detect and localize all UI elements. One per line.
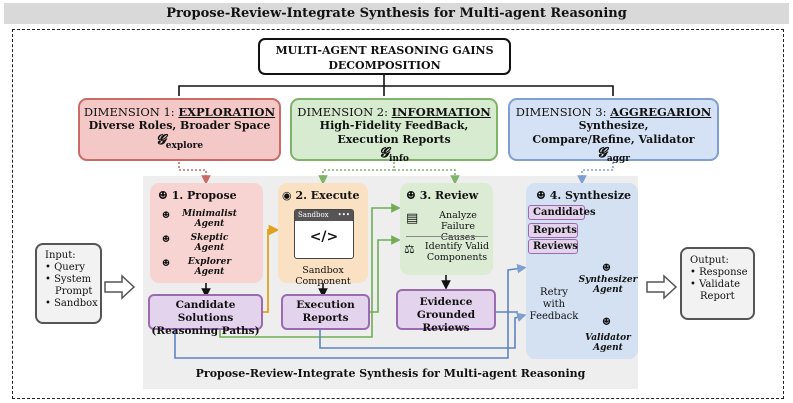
dimension-name: INFORMATION (391, 105, 491, 119)
g-subscript: explore (165, 140, 204, 151)
g-symbol: 𝓖 (597, 145, 607, 161)
divider (406, 236, 488, 237)
output-item: Report (700, 291, 735, 302)
input-title: Input: (45, 250, 76, 261)
sandbox-label: Sandbox (298, 211, 329, 219)
agent-suffix: Agent (194, 267, 225, 277)
agent-suffix: Agent (194, 243, 225, 253)
robot-icon: ☻ (162, 211, 171, 221)
review-line: Analyze (439, 210, 477, 221)
dimension-line1: Diverse Roles, Broader Space (88, 119, 271, 132)
diagram-title: Propose-Review-Integrate Synthesis for M… (4, 3, 789, 24)
dimension-exploration: DIMENSION 1: EXPLORATION Diverse Roles, … (78, 98, 281, 161)
input-item: Prompt (55, 286, 93, 297)
dimension-name: EXPLORATION (178, 105, 276, 119)
sandbox-window-icon: Sandbox ••• </> (294, 209, 354, 259)
step-title: 4. Synthesize (549, 189, 632, 202)
retry-label: Retry with Feedback (528, 287, 580, 323)
code-glyph: </> (309, 229, 339, 245)
box-line: Candidate Solutions (175, 299, 236, 324)
robot-icon: ☻ (158, 189, 168, 202)
input-item: • Query (45, 262, 86, 273)
sandbox-component-label: Sandbox Component (295, 265, 351, 287)
agent-name: Synthesizer (578, 275, 638, 285)
agent-name: Explorer (187, 257, 232, 267)
candidate-solutions-box: Candidate Solutions (Reasoning Paths) (148, 294, 263, 337)
dimension-line1: Synthesize, (578, 119, 649, 132)
box-line: Reports (302, 312, 349, 324)
agent-skeptic: ☻ Skeptic Agent (162, 233, 257, 253)
dimension-line1: High-Fidelity FeedBack, (319, 119, 469, 132)
step-execute: ◉ 2. Execute Sandbox ••• </> Sandbox Com… (278, 183, 368, 287)
agent-suffix: Agent (593, 343, 623, 353)
decomposition-line1: MULTI-AGENT REASONING GAINS (275, 44, 494, 57)
balance-scale-icon: ⚖ (404, 242, 415, 256)
agent-suffix: Agent (194, 219, 225, 229)
step-review: ☻ 3. Review ▤ Analyze Failure Causes ⚖ I… (400, 183, 493, 275)
g-symbol: 𝓖 (379, 145, 389, 161)
review-line: Identify Valid (424, 241, 490, 252)
dimension-aggregation: DIMENSION 3: AGGREGARION Synthesize, Com… (508, 98, 719, 164)
box-line: Evidence (419, 296, 473, 308)
step-title: 3. Review (419, 189, 479, 202)
outer-frame (12, 29, 784, 399)
review-line: Failure Causes (440, 221, 476, 243)
output-item: • Response (690, 267, 748, 278)
dimension-name: AGGREGARION (610, 105, 712, 119)
output-box: Output: • Response • Validate Report (680, 247, 755, 320)
evidence-reviews-box: Evidence Grounded Reviews (396, 289, 496, 334)
step-title: 1. Propose (171, 189, 237, 202)
step-synthesize: ☻ 4. Synthesize Candidates Reports Revie… (526, 183, 638, 359)
step-propose: ☻ 1. Propose ☻ Minimalist Agent ☻ Skepti… (150, 183, 263, 283)
output-item: • Validate (690, 279, 741, 290)
input-box: Input: • Query • System Prompt • Sandbox (35, 243, 102, 324)
agent-name: Validator (585, 333, 631, 343)
decomposition-line2: DECOMPOSITION (328, 59, 441, 72)
review-line: Components (426, 252, 488, 263)
synthesizer-agent: Synthesizer Agent (578, 275, 638, 295)
agent-suffix: Agent (593, 285, 623, 295)
validator-agent: Validator Agent (578, 333, 638, 353)
g-subscript: aggr (606, 153, 630, 164)
dimension-prefix: DIMENSION 3: (515, 105, 611, 119)
box-line: Grounded Reviews (416, 309, 476, 334)
review-identify: Identify Valid Components (422, 241, 492, 263)
robot-icon: ☻ (406, 189, 416, 202)
tag-reviews: Reviews (528, 239, 578, 254)
input-item: • Sandbox (45, 298, 98, 309)
robot-icon: ☻ (602, 317, 611, 328)
output-title: Output: (690, 255, 729, 266)
analysis-chart-icon: ▤ (406, 211, 419, 226)
agent-minimalist: ☻ Minimalist Agent (162, 209, 257, 229)
step-title: 2. Execute (295, 189, 360, 202)
tag-reports: Reports (528, 223, 578, 238)
retry-line: Feedback (529, 311, 579, 322)
robot-icon: ☻ (162, 259, 171, 269)
robot-icon: ☻ (536, 189, 546, 202)
robot-icon: ☻ (162, 235, 171, 245)
box-line: (Reasoning Paths) (151, 325, 260, 337)
agent-name: Skeptic (190, 233, 229, 243)
decomposition-box: MULTI-AGENT REASONING GAINS DECOMPOSITIO… (258, 38, 511, 75)
g-symbol: 𝓖 (155, 132, 166, 148)
input-item: • System (45, 274, 92, 285)
dimension-information: DIMENSION 2: INFORMATION High-Fidelity F… (290, 98, 498, 164)
retry-line: Retry with (540, 287, 568, 310)
agent-name: Minimalist (182, 209, 237, 219)
dimension-line2: Compare/Refine, Validator (532, 133, 695, 146)
tag-candidates: Candidates (528, 205, 596, 220)
dimension-line2: Execution Reports (337, 133, 451, 146)
execution-reports-box: Execution Reports (281, 294, 370, 330)
bottom-caption: Propose-Review-Integrate Synthesis for M… (195, 367, 586, 380)
robot-icon: ☻ (602, 263, 611, 274)
box-line: Execution (296, 299, 355, 311)
dimension-prefix: DIMENSION 2: (297, 105, 392, 119)
agent-explorer: ☻ Explorer Agent (162, 257, 257, 277)
cube-icon: ◉ (282, 189, 292, 202)
g-subscript: info (388, 153, 409, 164)
review-analyze: Analyze Failure Causes (424, 210, 492, 243)
dimension-prefix: DIMENSION 1: (83, 105, 179, 119)
